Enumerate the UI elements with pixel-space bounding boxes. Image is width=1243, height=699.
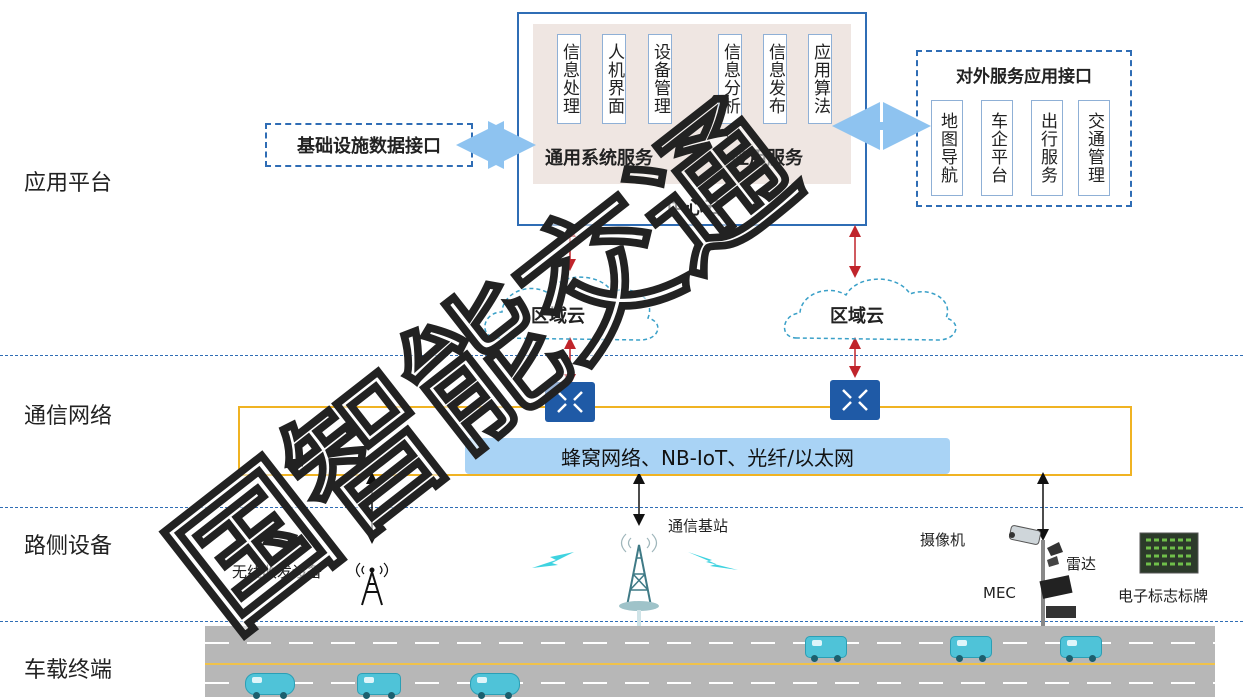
base-station-label: 通信基站 [668,517,729,535]
regional-cloud-2-shape [783,278,957,341]
service-panel [533,24,851,184]
transceiver-icon [355,562,389,606]
module-info-analysis: 信息分析 [718,34,742,124]
vehicle-car-icon [470,673,520,699]
module-device-mgmt: 设备管理 [648,34,672,124]
general-service-label: 通用系统服务 [545,148,653,169]
switch-icon [545,382,595,422]
layer-label-road: 路侧设备 [24,534,113,559]
vehicle-car-icon [245,673,295,699]
separator-app-comm [0,355,1243,356]
ext-item-traffic-mgmt: 交通管理 [1078,100,1110,196]
network-bar: 蜂窝网络、NB-IoT、光纤/以太网 [465,438,950,474]
network-frame [238,406,1132,476]
ext-item-oem-platform: 车企平台 [981,100,1013,196]
wireless-signal-left-icon [532,552,574,568]
roadside-pole-icon [1008,525,1076,630]
module-info-processing: 信息处理 [557,34,581,124]
module-algorithm: 应用算法 [808,34,832,124]
module-hmi: 人机界面 [602,34,626,124]
ext-item-map-nav: 地图导航 [931,100,963,196]
regional-cloud-1-shape [484,276,659,341]
vehicle-truck-icon [357,673,401,699]
radar-label: 雷达 [1066,555,1097,573]
layer-label-vehicle: 车载终端 [24,658,113,683]
regional-cloud-1-label: 区域云 [531,306,585,327]
module-info-publish: 信息发布 [763,34,787,124]
mec-label: MEC [983,584,1016,602]
wireless-signal-right-icon [688,552,738,570]
switch-icon [830,380,880,420]
ext-item-travel-service: 出行服务 [1031,100,1063,196]
camera-label: 摄像机 [920,531,966,549]
layer-label-comm: 通信网络 [24,404,113,429]
vehicle-truck-icon [1060,636,1102,662]
electronic-sign-label: 电子标志标牌 [1118,587,1209,605]
external-interface-title: 对外服务应用接口 [956,67,1092,87]
vehicle-truck-icon [950,636,992,662]
vehicle-truck-icon [805,636,847,662]
app-service-label: 应用服务 [731,148,803,169]
layer-label-app: 应用平台 [24,171,113,196]
center-cloud-title: 中心云 [667,198,721,219]
separator-comm-road [0,507,1243,508]
electronic-sign-icon [1139,532,1199,574]
separator-road-vehicle [0,621,1243,622]
regional-cloud-2-label: 区域云 [830,306,884,327]
transceiver-label: 无线收发设备 [232,563,323,581]
